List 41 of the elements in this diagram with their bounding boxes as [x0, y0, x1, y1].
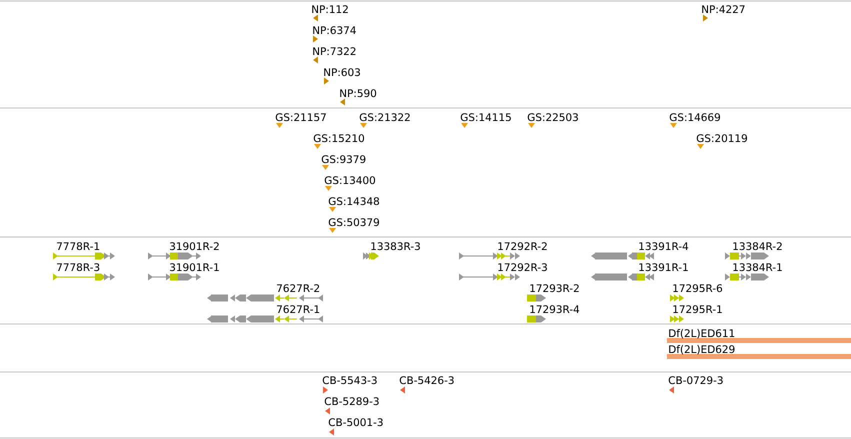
feature-label: 13391R-1 — [639, 263, 688, 272]
feature-label: GS:21322 — [360, 113, 410, 122]
feature-label: 13391R-4 — [639, 242, 688, 250]
feature-label: 31901R-2 — [170, 242, 219, 250]
feature-label: 17293R-2 — [530, 284, 579, 292]
feature-label: NP:4227 — [702, 5, 745, 13]
feature-label: GS:50379 — [328, 218, 380, 226]
feature-label: NP:603 — [324, 68, 360, 76]
feature-label: GS:14348 — [328, 197, 380, 206]
feature-label: CB-5001-3 — [328, 418, 383, 426]
feature-label: GS:14115 — [460, 113, 511, 122]
feature-label: Df(2L)ED611 — [669, 329, 734, 338]
feature-label: CB-5426-3 — [400, 376, 454, 384]
feature-label: GS:21157 — [276, 113, 326, 122]
feature-label: 17295R-6 — [673, 284, 722, 292]
feature-label: 17295R-1 — [673, 305, 722, 314]
feature-label: NP:7322 — [313, 47, 356, 56]
feature-label: 13384R-2 — [733, 242, 782, 250]
feature-label: GS:13400 — [324, 176, 376, 184]
feature-label: Df(2L)ED629 — [669, 345, 734, 354]
feature-label: GS:20119 — [696, 134, 747, 142]
feature-label: 17292R-2 — [498, 242, 547, 250]
feature-label: 17293R-4 — [530, 305, 580, 314]
feature-label: GS:15210 — [314, 134, 364, 142]
feature-label: 7627R-1 — [277, 305, 320, 314]
feature-label: 13383R-3 — [371, 242, 420, 250]
feature-label: CB-5543-3 — [322, 376, 377, 384]
feature-label: CB-5289-3 — [324, 397, 379, 406]
feature-label: 13384R-1 — [733, 263, 782, 272]
feature-label: NP:6374 — [313, 26, 356, 34]
feature-label: NP:590 — [340, 89, 376, 98]
feature-label: GS:9379 — [322, 155, 366, 164]
feature-label: GS:22503 — [528, 113, 578, 122]
feature-label: GS:14669 — [670, 113, 720, 122]
feature-label: 7627R-2 — [277, 284, 320, 292]
feature-label: 17292R-3 — [498, 263, 547, 272]
feature-label: NP:112 — [312, 5, 348, 13]
feature-label: 7778R-3 — [57, 263, 100, 272]
feature-label: 7778R-1 — [57, 242, 100, 250]
feature-label: 31901R-1 — [170, 263, 219, 272]
feature-label: CB-0729-3 — [668, 376, 723, 384]
